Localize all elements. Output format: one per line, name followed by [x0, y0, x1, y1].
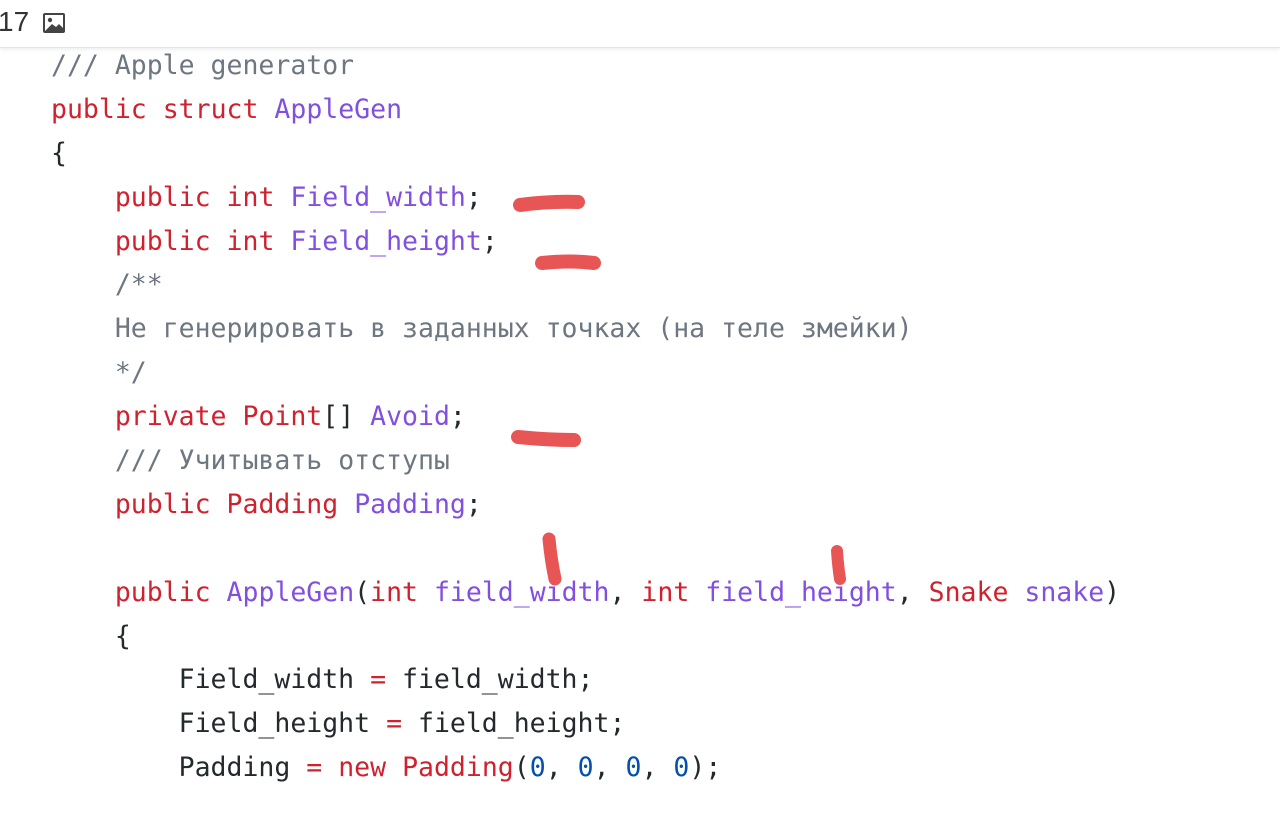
code-token: /// Учитывать отступы — [114, 445, 450, 477]
code-line: /// Учитывать отступы — [51, 439, 1120, 483]
code-line: public Padding Padding; — [51, 483, 1120, 527]
code-token: snake — [1024, 576, 1105, 608]
code-token: public — [114, 488, 211, 520]
code-token: { — [51, 137, 67, 169]
code-token — [386, 752, 402, 783]
image-count: 17 — [0, 6, 30, 37]
code-token — [1008, 577, 1024, 608]
code-token: ; — [449, 401, 466, 433]
code-line: */ — [51, 351, 1120, 395]
code-line: public int Field_height; — [51, 220, 1120, 264]
code-token — [211, 226, 227, 257]
code-token: field_width — [433, 576, 610, 608]
code-token — [689, 577, 705, 608]
code-token: = — [386, 708, 403, 740]
top-bar: 17 — [0, 0, 1280, 48]
code-line: private Point[] Avoid; — [51, 395, 1120, 439]
code-token: Padding — [402, 752, 514, 784]
code-block: /// Apple generator public struct AppleGe… — [51, 44, 1120, 790]
code-token: ( — [513, 752, 530, 784]
code-token: = — [306, 752, 323, 784]
code-token: private — [114, 401, 227, 433]
code-token: field_height; — [402, 708, 626, 740]
code-line: public AppleGen(int field_width, int fie… — [51, 571, 1120, 615]
code-token: public — [51, 93, 147, 125]
code-token: Padding — [178, 752, 307, 784]
code-token: int — [370, 576, 419, 608]
code-line: Field_height = field_height; — [51, 702, 1120, 746]
code-token — [227, 401, 243, 432]
code-token: ; — [465, 181, 482, 213]
image-icon[interactable] — [42, 12, 66, 34]
code-token — [147, 94, 163, 125]
code-token: public — [114, 181, 211, 213]
code-token: ( — [354, 576, 371, 608]
code-token: AppleGen — [226, 576, 355, 608]
code-token: , — [609, 576, 642, 608]
code-token: Field_height — [178, 708, 387, 740]
code-token: = — [370, 664, 387, 696]
code-token: 0 — [673, 752, 690, 784]
code-line: { — [51, 132, 1120, 176]
code-token: { — [114, 620, 131, 652]
code-token — [338, 489, 354, 520]
code-token: Field_width — [178, 664, 371, 696]
code-line: { — [51, 615, 1120, 659]
code-token: [] — [322, 401, 371, 433]
code-token: int — [226, 225, 275, 257]
code-token: Padding — [226, 488, 339, 520]
code-token: , — [641, 752, 674, 784]
code-token: /** — [114, 269, 163, 301]
code-token: public — [114, 576, 211, 608]
code-token: Не генерировать в заданных точках (на те… — [114, 313, 913, 345]
code-token: AppleGen — [274, 93, 403, 125]
code-token: Field_width — [290, 181, 466, 213]
code-token: int — [226, 181, 275, 213]
code-token: , — [545, 752, 578, 784]
code-token: */ — [114, 357, 147, 389]
code-line: Padding = new Padding(0, 0, 0, 0); — [51, 746, 1120, 790]
code-token: ); — [689, 752, 722, 784]
code-token: struct — [162, 93, 259, 125]
code-token — [211, 182, 227, 213]
code-token: 0 — [577, 752, 594, 784]
code-token: Padding — [354, 488, 466, 520]
code-token — [211, 489, 227, 520]
code-token: 0 — [625, 752, 642, 784]
code-token: ; — [481, 225, 498, 257]
code-token: int — [641, 576, 690, 608]
code-token: ) — [1104, 576, 1121, 608]
code-token: , — [896, 576, 929, 608]
code-token: Field_height — [290, 225, 482, 257]
code-line: Field_width = field_width; — [51, 658, 1120, 702]
code-line: Не генерировать в заданных точках (на те… — [51, 307, 1120, 351]
code-token: Snake — [928, 576, 1009, 608]
code-token: Avoid — [370, 401, 450, 433]
code-line — [51, 527, 1120, 571]
code-token: Point — [242, 401, 323, 433]
code-token — [211, 577, 227, 608]
code-token — [274, 182, 290, 213]
code-token: field_height — [705, 576, 897, 608]
code-token: , — [593, 752, 626, 784]
code-token — [322, 752, 338, 783]
code-token: public — [114, 225, 211, 257]
code-token — [274, 226, 290, 257]
code-token — [418, 577, 434, 608]
code-line: /** — [51, 263, 1120, 307]
code-token: field_width; — [386, 664, 594, 696]
code-token: ; — [465, 488, 482, 520]
code-token — [258, 94, 274, 125]
code-token: /// Apple generator — [51, 50, 355, 81]
code-token: 0 — [529, 752, 546, 784]
code-line: /// Apple generator — [51, 44, 1120, 88]
code-token: new — [338, 752, 387, 784]
code-line: public struct AppleGen — [51, 88, 1120, 132]
code-line: public int Field_width; — [51, 176, 1120, 220]
